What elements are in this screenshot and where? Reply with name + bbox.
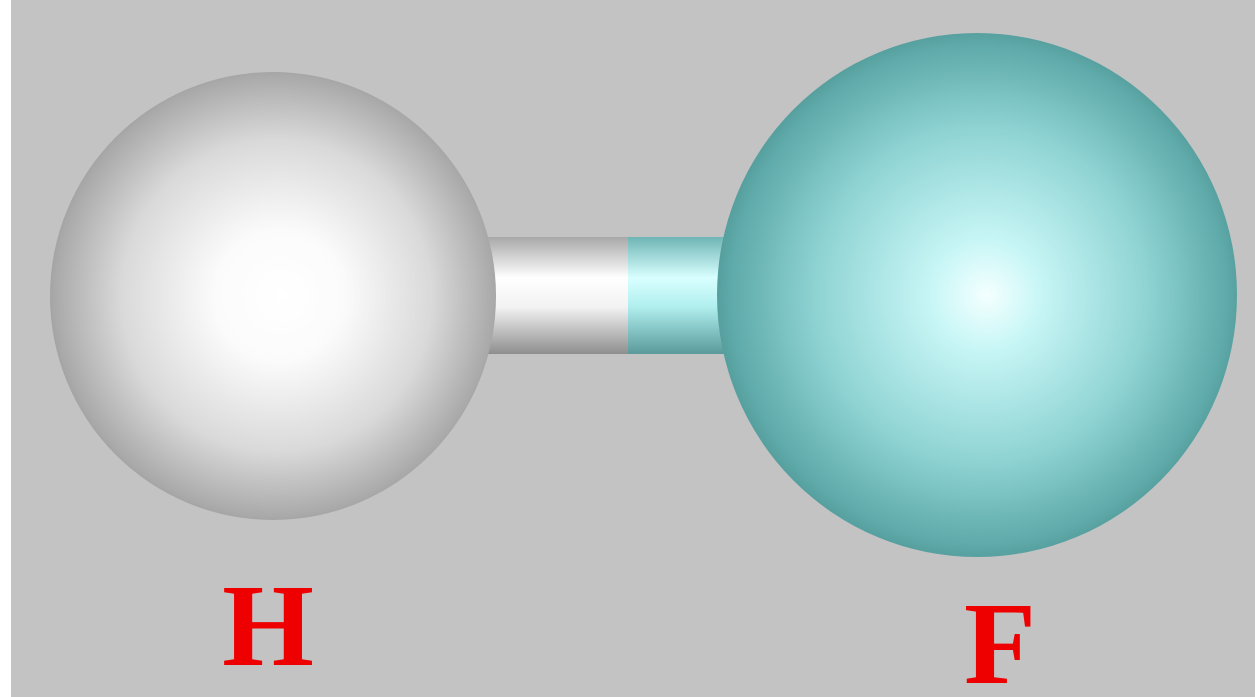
hydrogen-label: H (222, 560, 314, 691)
fluorine-atom (717, 33, 1237, 557)
hydrogen-atom (50, 72, 496, 520)
fluorine-label: F (964, 578, 1036, 697)
bond-hydrogen-half (480, 237, 630, 354)
